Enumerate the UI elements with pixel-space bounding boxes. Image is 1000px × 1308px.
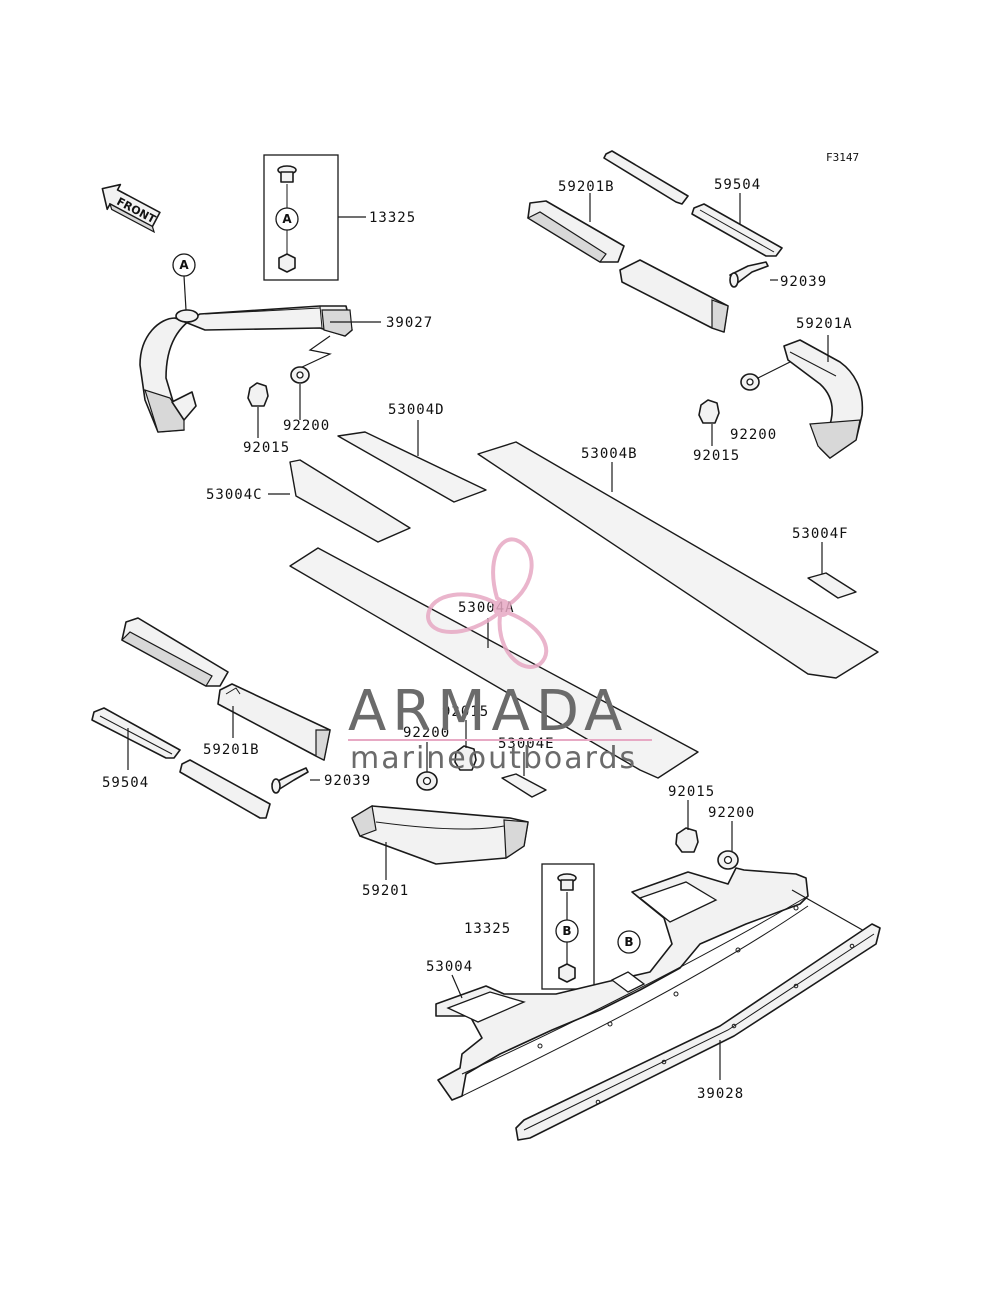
part-53004D-mat [337, 431, 487, 503]
ref-circle-a: A [172, 253, 196, 277]
label-59201: 59201 [362, 883, 409, 899]
label-53004D: 53004D [388, 402, 445, 418]
label-53004B: 53004B [581, 446, 638, 462]
inset-13325-top [263, 154, 339, 281]
part-59504-strip-bottom-b [179, 759, 271, 819]
label-92200-lowright: 92200 [708, 805, 755, 821]
part-59201B-pad-lower [217, 683, 331, 761]
part-53004B-mat [477, 441, 879, 679]
svg-text:A: A [282, 212, 292, 226]
part-59201-handle [351, 805, 529, 865]
part-59201B-right-rail [619, 259, 729, 333]
part-53004C-mat [289, 459, 411, 543]
propeller-logo-icon [425, 537, 549, 669]
label-92015-right: 92015 [693, 448, 740, 464]
part-92015-nut-lowright [675, 827, 699, 853]
label-92200-mid: 92200 [403, 725, 450, 741]
part-53004F-mat [807, 572, 857, 599]
watermark-brand: ARMADA [348, 679, 628, 744]
label-92015-left: 92015 [243, 440, 290, 456]
part-59504-strip-bottom-a [91, 707, 181, 759]
part-59201B-pad-upper [121, 617, 229, 687]
svg-text:A: A [179, 258, 189, 272]
label-59201B-bottom: 59201B [203, 742, 260, 758]
ref-circle-a-inset: A [275, 207, 299, 231]
svg-text:B: B [562, 924, 571, 938]
diagram-code: F3147 [826, 151, 859, 164]
part-59201B-top [526, 200, 625, 263]
part-53004-rear-frame [435, 867, 809, 1101]
label-92015-lowright: 92015 [668, 784, 715, 800]
label-39027: 39027 [386, 315, 433, 331]
front-arrow-icon: FRONT [101, 183, 161, 234]
part-92039-rivet-top [729, 261, 769, 288]
label-59201B-top: 59201B [558, 179, 615, 195]
part-92015-nut-right [698, 399, 720, 424]
part-92200-washer-right [740, 373, 760, 391]
label-53004F: 53004F [792, 526, 849, 542]
label-13325-top: 13325 [369, 210, 416, 226]
label-92039-top: 92039 [780, 274, 827, 290]
label-53004: 53004 [426, 959, 473, 975]
watermark-tagline: marineoutboards [350, 741, 637, 776]
part-92039-rivet-bottom [271, 767, 309, 794]
part-59504-strip-top-b [691, 203, 783, 257]
label-92200-left: 92200 [283, 418, 330, 434]
part-39027-front-handle [139, 305, 353, 433]
ref-circle-b: B [617, 930, 641, 954]
part-92200-washer-lowright [717, 850, 739, 870]
part-53004E-mat [501, 773, 547, 798]
label-59504-bottom: 59504 [102, 775, 149, 791]
part-92200-washer-left [290, 366, 310, 384]
label-59504-top: 59504 [714, 177, 761, 193]
part-92015-nut-left [247, 382, 269, 407]
part-53004A-mat [289, 547, 699, 779]
label-53004C: 53004C [206, 487, 263, 503]
svg-text:B: B [624, 935, 633, 949]
part-59504-strip-top-a [603, 150, 689, 205]
label-39028: 39028 [697, 1086, 744, 1102]
label-92015-mid: 92015 [442, 704, 489, 720]
part-39028-rear-bumper [515, 923, 881, 1141]
label-92200-right: 92200 [730, 427, 777, 443]
label-92039-bottom: 92039 [324, 773, 371, 789]
part-59201A-right-handle [783, 339, 864, 459]
label-59201A: 59201A [796, 316, 853, 332]
ref-circle-b-inset: B [555, 919, 579, 943]
label-13325-bottom: 13325 [464, 921, 511, 937]
